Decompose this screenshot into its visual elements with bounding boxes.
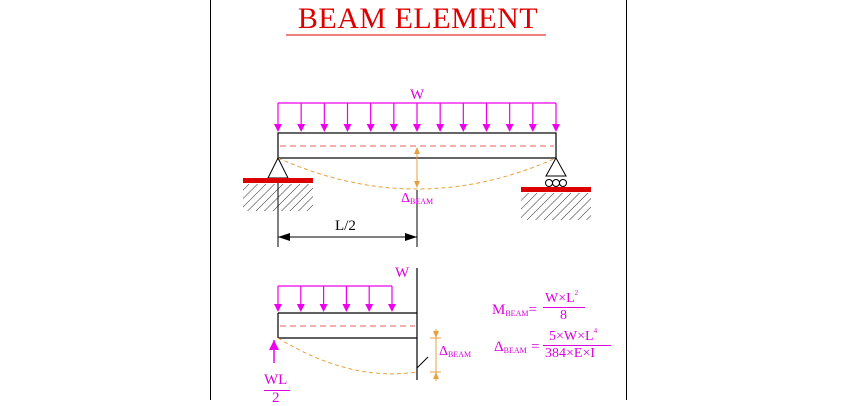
load-arrow-head: [274, 304, 282, 312]
load-arrow-head: [459, 124, 468, 132]
load-arrow-head: [365, 304, 374, 312]
load-arrow-head: [436, 124, 445, 132]
bottom-deflected-shape: [277, 337, 418, 375]
top-uniform-load: [274, 102, 560, 132]
reaction-numerator: WL: [264, 372, 288, 388]
load-arrow-head: [389, 124, 398, 132]
deflection-numerator-text: 5×W×L: [549, 329, 594, 344]
load-arrow-head: [274, 124, 282, 132]
deflection-numerator-exponent: 4: [593, 327, 598, 335]
reaction-arrow: [269, 340, 279, 363]
page-title: BEAM ELEMENT: [297, 2, 539, 35]
load-arrow-head: [343, 124, 352, 132]
right-roller-support: [521, 156, 591, 220]
load-arrow-head: [552, 124, 560, 132]
load-arrow-head: [528, 124, 537, 132]
bottom-deflection-sub: BEAM: [448, 350, 472, 359]
top-deflection-symbol: Δ: [401, 191, 411, 206]
deflection-eq: =: [531, 339, 540, 355]
deflection-fraction-bar: [543, 345, 611, 346]
top-deflection-sub: BEAM: [410, 197, 434, 206]
moment-eq: =: [528, 302, 537, 318]
top-deflection-label: ΔBEAM: [401, 192, 433, 206]
moment-numerator-exponent: 2: [574, 289, 579, 297]
page-border-left: [210, 0, 211, 400]
load-arrow-head: [413, 124, 421, 132]
deflection-formula-lhs: ΔBEAM: [494, 340, 527, 355]
moment-sub: BEAM: [505, 309, 529, 318]
top-load-arrows: [274, 103, 560, 132]
half-span-label: L/2: [335, 218, 356, 234]
moment-numerator: W×L2: [545, 290, 578, 306]
top-deflected-shape: [277, 157, 557, 190]
load-arrow-head: [319, 304, 328, 312]
top-load-label: W: [410, 87, 425, 103]
deflection-sub: BEAM: [503, 346, 527, 355]
bottom-deflection-label: ΔBEAM: [439, 345, 471, 359]
moment-formula-lhs: MBEAM=: [492, 303, 537, 318]
moment-fraction-bar: [543, 307, 585, 308]
load-arrow-head: [505, 124, 514, 132]
bottom-load-arrows: [274, 286, 396, 312]
bottom-deflection-symbol: Δ: [439, 344, 449, 359]
load-arrow-head: [388, 304, 396, 312]
deflection-symbol: Δ: [494, 339, 504, 355]
fixed-end-tick: [416, 356, 429, 369]
moment-denominator: 8: [560, 308, 567, 323]
load-arrow-head: [320, 124, 329, 132]
bottom-load-label: W: [395, 265, 410, 281]
load-arrow-head: [482, 124, 491, 132]
half-span-dimension: [277, 183, 418, 247]
moment-symbol: M: [492, 302, 506, 318]
top-deflection-dimension: [414, 147, 420, 188]
reaction-fraction-bar: [264, 390, 290, 391]
deflection-denominator: 384×E×I: [545, 346, 596, 361]
bottom-uniform-load: [274, 285, 396, 312]
load-arrow-head: [342, 304, 351, 312]
load-arrow-head: [366, 124, 375, 132]
reaction-denominator: 2: [272, 390, 280, 406]
page-border-right: [626, 0, 627, 400]
bottom-deflection-dimension: [430, 329, 441, 381]
deflection-numerator: 5×W×L4: [549, 328, 597, 344]
moment-numerator-text: W×L: [545, 291, 575, 306]
load-arrow-head: [296, 304, 305, 312]
load-arrow-head: [297, 124, 306, 132]
